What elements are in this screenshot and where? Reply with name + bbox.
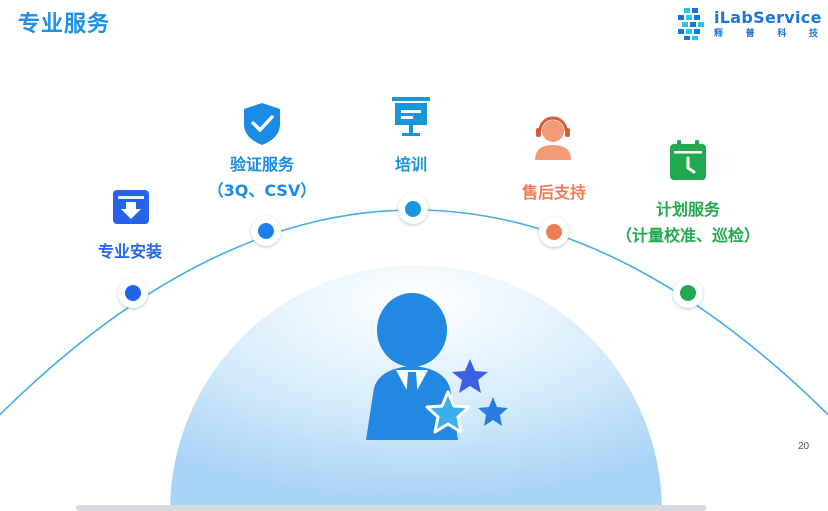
service-label-line: （计量校准、巡检） — [615, 226, 761, 246]
download-box-icon — [113, 190, 149, 224]
headset-agent-icon — [535, 116, 571, 160]
service-label-validation: 验证服务 （3Q、CSV） — [208, 152, 317, 205]
node-planned-service — [673, 278, 703, 308]
pixel-logo-icon — [678, 8, 704, 40]
service-label-line: 验证服务 — [229, 155, 294, 174]
logo-subtitle: 释 普 科 技 — [714, 26, 818, 39]
presentation-board-icon — [392, 97, 430, 136]
service-label-line: （3Q、CSV） — [207, 181, 317, 201]
service-label-line: 计划服务 — [655, 200, 721, 219]
logo-subtitle-char: 普 — [745, 29, 755, 39]
page-number: 20 — [798, 441, 810, 452]
service-label-line: 专业安装 — [97, 242, 163, 261]
logo-text: iLabService — [714, 8, 822, 27]
node-training — [398, 194, 428, 224]
node-professional-install — [118, 278, 148, 308]
node-after-sales — [539, 217, 569, 247]
user-with-stars-icon — [366, 293, 508, 440]
ilabservice-logo: iLabService 释 普 科 技 — [676, 8, 821, 44]
page-title: 专业服务 — [18, 12, 111, 37]
logo-subtitle-char: 技 — [808, 29, 818, 39]
service-label-planned-service: 计划服务 （计量校准、巡检） — [616, 197, 760, 250]
horizontal-scrollbar[interactable] — [76, 505, 706, 511]
service-label-professional-install: 专业安装 — [98, 239, 162, 265]
service-label-line: 售后支持 — [521, 183, 587, 202]
calendar-clock-icon — [670, 140, 706, 180]
shield-check-icon — [244, 103, 280, 145]
node-validation — [251, 216, 281, 246]
service-label-after-sales: 售后支持 — [522, 180, 586, 206]
service-label-training: 培训 — [395, 152, 427, 178]
logo-subtitle-char: 科 — [777, 29, 787, 39]
logo-subtitle-char: 释 — [714, 29, 724, 39]
service-label-line: 培训 — [394, 155, 428, 174]
